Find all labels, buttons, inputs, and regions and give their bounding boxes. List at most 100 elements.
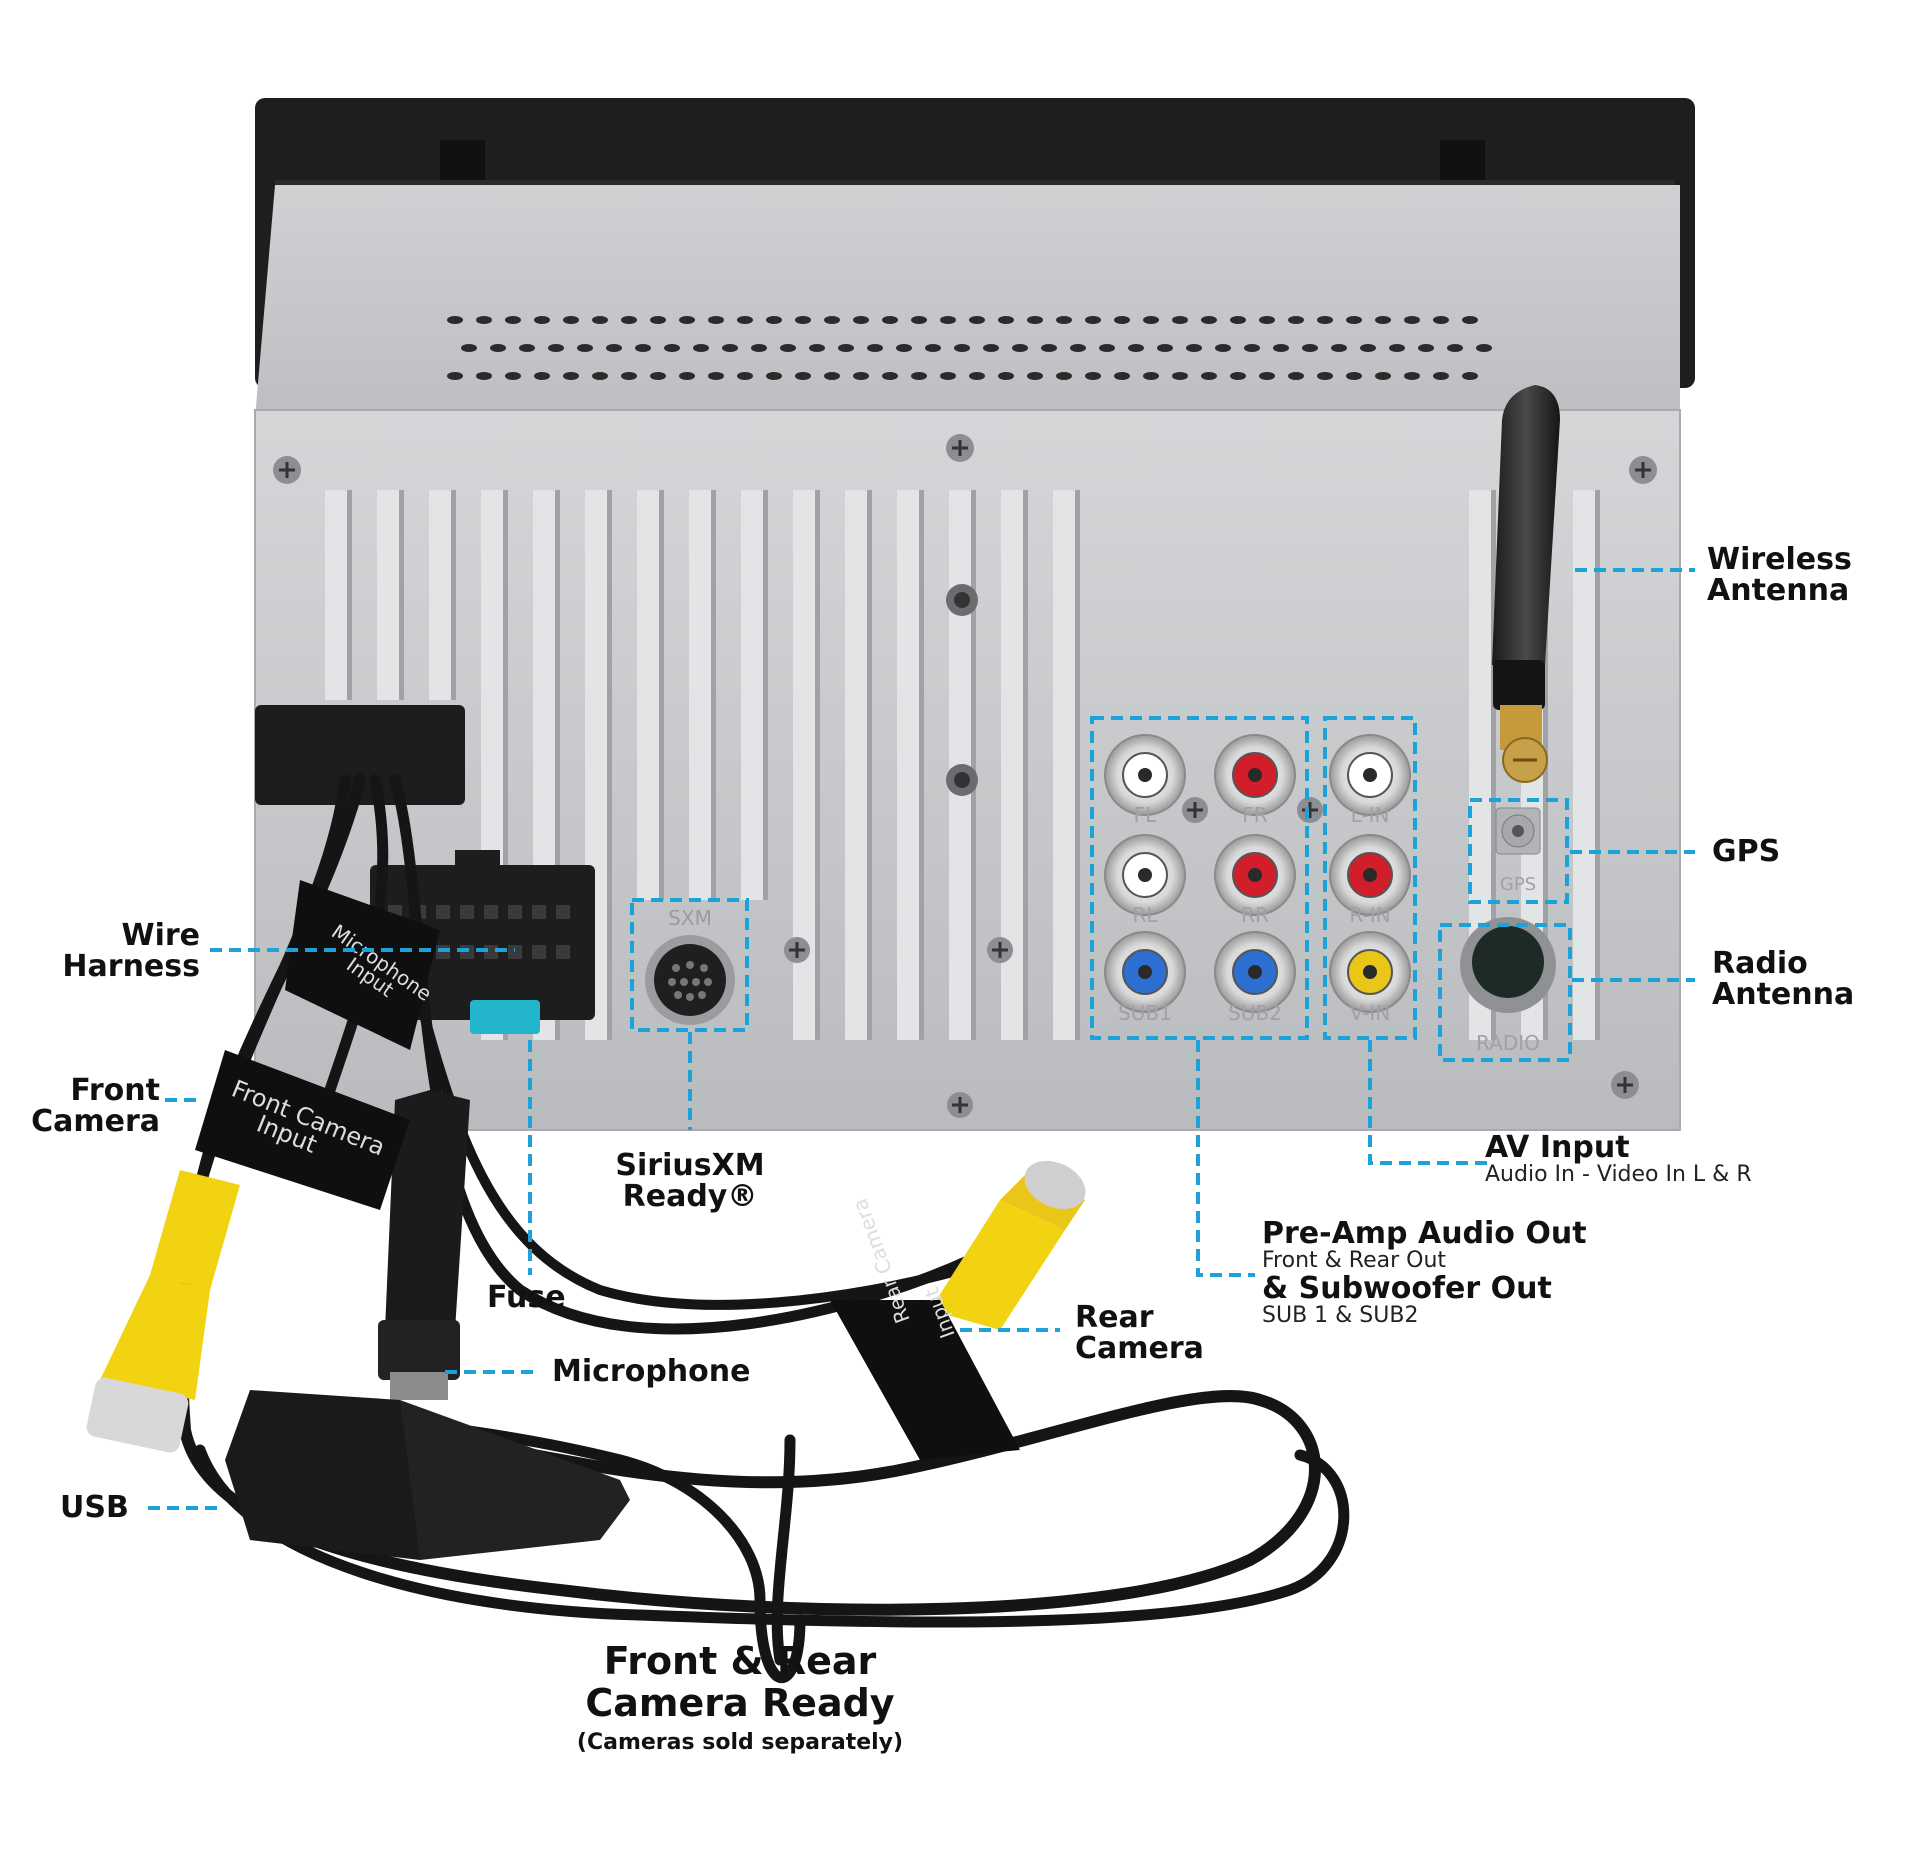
label-rear-camera-line1: Rear	[1075, 1300, 1154, 1335]
callout-boxes	[630, 716, 1572, 1062]
harness-pin	[436, 905, 450, 919]
vent-hole	[461, 344, 477, 352]
panel-screws	[273, 434, 1657, 1118]
fin	[1573, 490, 1595, 1040]
vent-hole	[1172, 316, 1188, 324]
gps-jack: GPS	[1495, 807, 1541, 895]
label-front-camera: Front Camera	[0, 1075, 160, 1137]
label-radio-antenna-line2: Antenna	[1712, 977, 1855, 1012]
vent-hole	[1346, 372, 1362, 380]
vent-hole	[795, 372, 811, 380]
marking-rr: RR	[1241, 903, 1269, 927]
label-camera-ready-line1: Front & Rear	[603, 1639, 877, 1683]
label-wireless-antenna-line1: Wireless	[1707, 542, 1852, 577]
callout-lines	[148, 568, 1695, 1510]
front-camera-plug	[86, 1170, 240, 1453]
label-wire-harness-line2: Harness	[62, 949, 200, 984]
label-av-input-title: AV Input	[1485, 1130, 1630, 1165]
label-usb: USB	[60, 1490, 129, 1525]
sxm-port: SXM	[645, 906, 735, 1025]
harness-pin	[556, 945, 570, 959]
vent-hole	[664, 344, 680, 352]
fin-shadow	[399, 490, 404, 700]
sxm-pin	[686, 961, 694, 969]
marking-gps: GPS	[1500, 874, 1536, 895]
vent-hole	[969, 372, 985, 380]
rca-markings: FL FR L-IN RL RR R-IN SUB1 SUB2 V-IN	[1118, 803, 1390, 1025]
vent-hole	[983, 344, 999, 352]
vent-hole	[476, 372, 492, 380]
vent-hole	[621, 372, 637, 380]
marking-sub2: SUB2	[1228, 1001, 1282, 1025]
fin-shadow	[815, 490, 820, 1040]
vent-hole	[1012, 344, 1028, 352]
vent-hole	[606, 344, 622, 352]
vent-hole	[1447, 344, 1463, 352]
rear-panel	[254, 409, 1681, 1131]
vent-hole	[1317, 316, 1333, 324]
cable-tag-front-camera: Front Camera Input	[195, 1050, 410, 1210]
vent-hole	[809, 344, 825, 352]
usb-connector	[225, 1390, 630, 1560]
fin-shadow	[1023, 490, 1028, 1040]
vent-hole	[867, 344, 883, 352]
vent-hole	[722, 344, 738, 352]
vent-hole	[1085, 372, 1101, 380]
sxm-pin	[700, 964, 708, 972]
vent-hole	[911, 316, 927, 324]
vent-hole	[1056, 316, 1072, 324]
vent-hole	[577, 344, 593, 352]
label-gps: GPS	[1712, 834, 1781, 869]
sxm-pin	[668, 978, 676, 986]
vent-hole	[621, 316, 637, 324]
vent-hole	[969, 316, 985, 324]
fin-shadow	[607, 490, 612, 1040]
vent-hole	[1404, 372, 1420, 380]
vent-hole	[635, 344, 651, 352]
label-fuse: Fuse	[487, 1280, 566, 1315]
vent-hole	[447, 372, 463, 380]
label-siriusxm-line1: SiriusXM	[615, 1148, 765, 1183]
vent-hole	[1041, 344, 1057, 352]
vent-hole	[708, 372, 724, 380]
vent-hole	[1143, 372, 1159, 380]
sxm-pin	[686, 993, 694, 1001]
vent-hole	[476, 316, 492, 324]
fin	[897, 490, 919, 1040]
vent-hole	[1375, 316, 1391, 324]
vent-hole	[1360, 344, 1376, 352]
vent-hole	[853, 372, 869, 380]
vent-hole	[1244, 344, 1260, 352]
rca-jack-center	[1138, 965, 1152, 979]
vent-hole	[1128, 344, 1144, 352]
vent-hole	[708, 316, 724, 324]
vent-hole	[1201, 372, 1217, 380]
vent-hole	[751, 344, 767, 352]
fin-shadow	[711, 490, 716, 900]
chassis-top	[255, 185, 1680, 418]
vent-hole	[1259, 316, 1275, 324]
vent-hole	[1302, 344, 1318, 352]
fin-shadow	[919, 490, 924, 1040]
marking-l-in: L-IN	[1351, 803, 1390, 827]
label-wire-harness-line1: Wire	[121, 918, 200, 953]
wireless-antenna	[1492, 385, 1560, 783]
vent-hole	[1462, 316, 1478, 324]
fin	[1053, 490, 1075, 1040]
fin-shadow	[867, 490, 872, 1040]
box-sxm	[630, 898, 749, 1032]
rca-jack-center	[1248, 868, 1262, 882]
harness-pin	[508, 905, 522, 919]
vent-hole	[954, 344, 970, 352]
fin	[325, 490, 347, 700]
label-subwoofer-title: & Subwoofer Out	[1262, 1271, 1552, 1306]
box-gps	[1468, 798, 1569, 904]
vent-hole	[650, 372, 666, 380]
vent-hole	[1230, 316, 1246, 324]
vent-hole	[824, 372, 840, 380]
vent-hole	[1317, 372, 1333, 380]
fin-shadow	[503, 490, 508, 1040]
fin-shadow	[763, 490, 768, 900]
rca-jack-center	[1363, 965, 1377, 979]
